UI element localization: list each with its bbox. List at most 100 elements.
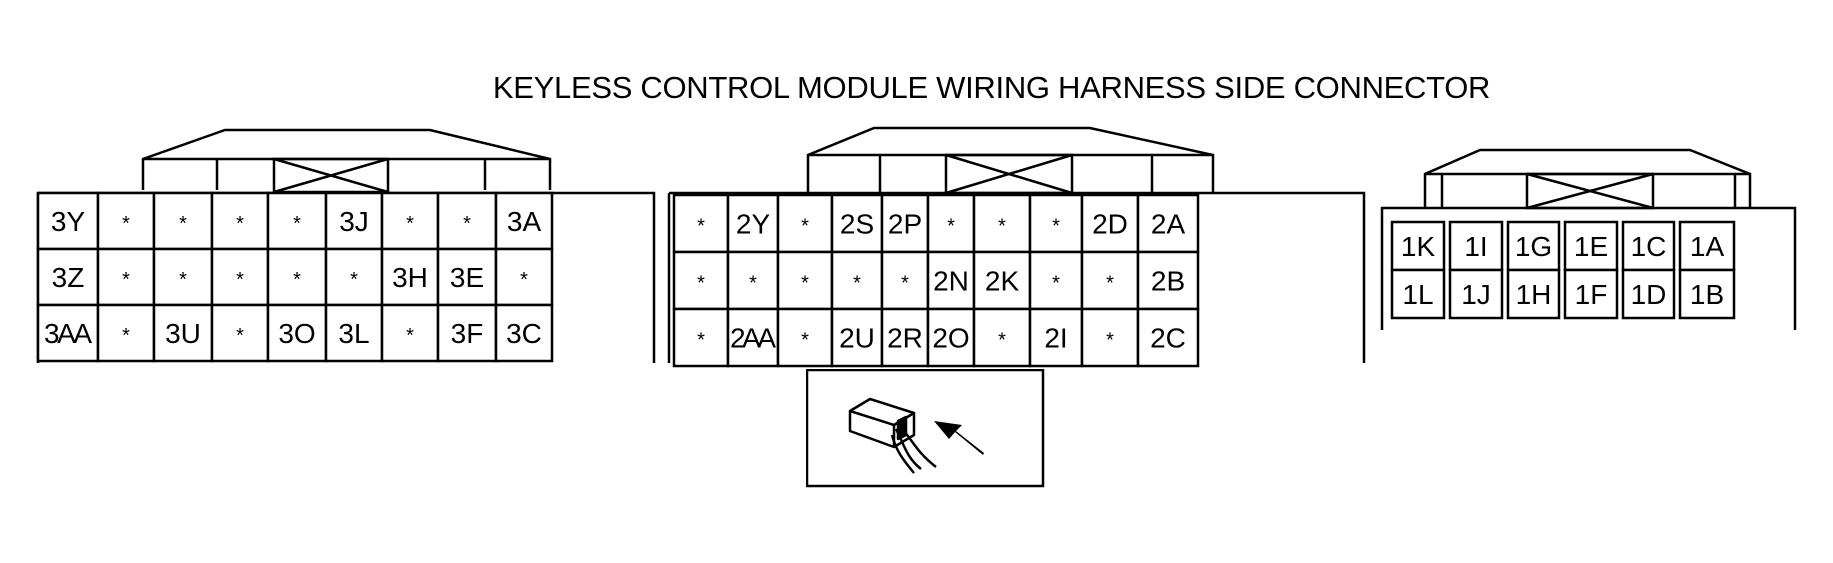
connector-3-pin-label: 3O — [278, 318, 315, 349]
connector-2-empty-cavity-marker: * — [801, 330, 809, 352]
connector-1-cavity — [1563, 268, 1619, 320]
connector-3-pin-label: 3Y — [51, 206, 86, 237]
connector-3-cavity — [266, 247, 328, 307]
connector-2-cavity — [726, 193, 780, 254]
connector-3-pin-label: 3J — [339, 206, 369, 237]
connector-2-empty-cavity-marker: * — [801, 216, 809, 238]
connector-3-empty-cavity-marker: * — [236, 269, 244, 291]
connector-3-pin-label: 3F — [451, 318, 484, 349]
connector-3-empty-cavity-marker: * — [406, 213, 414, 235]
connector-1-hood — [1423, 148, 1752, 208]
connector-1-pin-label: 1C — [1631, 231, 1667, 262]
connector-2-pin-label: 2K — [985, 266, 1020, 297]
connector-2-cavity — [776, 250, 834, 311]
connector-2-pin-label: 2R — [887, 323, 923, 354]
connector-3-empty-cavity-marker: * — [236, 325, 244, 347]
connector-2-pin-label: 2B — [1151, 266, 1185, 297]
connector-1-cavity — [1678, 220, 1736, 272]
connector-3-cavity — [266, 303, 328, 363]
connector-3-empty-cavity-marker: * — [293, 269, 301, 291]
connector-2-cavity — [1028, 250, 1084, 311]
connector-1-pin-label: 1A — [1690, 231, 1725, 262]
connector-2-cavity — [972, 193, 1032, 254]
connector-1-cavity — [1678, 268, 1736, 320]
connector-1-cavity — [1448, 220, 1504, 272]
connector-1-pin-label: 1E — [1574, 231, 1608, 262]
connector-2-hood — [806, 126, 1215, 193]
connector-3-cavity — [380, 191, 440, 251]
connector-2-cavity — [1136, 193, 1200, 254]
connector-1-pin-label: 1G — [1515, 231, 1552, 262]
connector-3-empty-cavity-marker: * — [179, 213, 187, 235]
connector-3-cavity — [210, 303, 270, 363]
connector-2-cavity — [1136, 307, 1200, 368]
connector-2-cavity — [880, 307, 930, 368]
connector-3-empty-cavity-marker: * — [350, 269, 358, 291]
connector-3-empty-cavity-marker: * — [122, 325, 130, 347]
connector-2-empty-cavity-marker: * — [801, 273, 809, 295]
connector-3-pin-label: 3C — [506, 318, 542, 349]
connector-3-pin-label: 3AA — [44, 318, 92, 349]
connector-2-empty-cavity-marker: * — [901, 273, 909, 295]
connector-3-pin-label: 3A — [507, 206, 542, 237]
connector-1-pin-label: 1D — [1631, 279, 1667, 310]
connector-1-pin-label: 1F — [1575, 279, 1608, 310]
connector-2-pin-label: 2I — [1044, 323, 1067, 354]
connector-2-empty-cavity-marker: * — [697, 330, 705, 352]
connector-3-cavity — [96, 247, 156, 307]
connector-1-cavity — [1448, 268, 1504, 320]
connector-1-pin-label: 1K — [1401, 231, 1436, 262]
connector-2-pin-label: 2P — [888, 209, 922, 240]
connector-2-pin-label: 2A — [1151, 209, 1186, 240]
connector-2-cavity — [672, 193, 730, 254]
connector-2-empty-cavity-marker: * — [947, 216, 955, 238]
connector-3-cavity — [96, 191, 156, 251]
connector-2-pin-label: 2D — [1092, 209, 1128, 240]
connector-1-pin-label: 1H — [1516, 279, 1552, 310]
connector-2-cavity — [776, 307, 834, 368]
connector-2-cavity — [1080, 193, 1140, 254]
connector-3-pin-label: 3H — [392, 262, 428, 293]
connector-2-empty-cavity-marker: * — [998, 216, 1006, 238]
connector-1-pin-label: 1J — [1461, 279, 1491, 310]
connector-3-empty-cavity-marker: * — [463, 213, 471, 235]
connector-2-cavity — [830, 307, 884, 368]
connector-3-empty-cavity-marker: * — [520, 269, 528, 291]
connector-3-cavity — [36, 191, 100, 251]
connector-2-empty-cavity-marker: * — [1106, 330, 1114, 352]
connector-2-pin-label: 2Y — [736, 209, 771, 240]
connector-1-pin-label: 1L — [1402, 279, 1433, 310]
connector-2-empty-cavity-marker: * — [697, 216, 705, 238]
connector-1-pin-label: 1I — [1464, 231, 1487, 262]
connector-3-pin-label: 3Z — [52, 262, 85, 293]
connector-3-empty-cavity-marker: * — [122, 213, 130, 235]
connector-3-cavity — [494, 303, 554, 363]
connector-2-empty-cavity-marker: * — [697, 273, 705, 295]
connector-2-empty-cavity-marker: * — [998, 330, 1006, 352]
connector-3-cavity — [494, 191, 554, 251]
connector-2-pin-label: 2N — [933, 266, 969, 297]
connector-1-cavity — [1390, 268, 1446, 320]
connector-2-cavity — [926, 250, 976, 311]
connector-2-empty-cavity-marker: * — [853, 273, 861, 295]
connector-1: 1K 1I 1G 1E 1C 1A 1L 1J 1H 1F 1D 1B — [1380, 148, 1797, 330]
connector-2-cavity — [1136, 250, 1200, 311]
connector-3-empty-cavity-marker: * — [293, 213, 301, 235]
connector-3-pin-label: 3L — [338, 318, 369, 349]
connector-3-cavity — [380, 247, 440, 307]
connector-3-empty-cavity-marker: * — [236, 213, 244, 235]
connector-2-pin-label: 2AA — [730, 323, 776, 354]
connector-1-pin-label: 1B — [1690, 279, 1724, 310]
connector-2-empty-cavity-marker: * — [1106, 273, 1114, 295]
connector-3-cavity — [324, 303, 384, 363]
connector-3-pin-label: 3U — [165, 318, 201, 349]
connector-2-pin-label: 2U — [839, 323, 875, 354]
diagram-title: KEYLESS CONTROL MODULE WIRING HARNESS SI… — [492, 70, 1491, 105]
connector-2-pin-label: 2C — [1150, 323, 1186, 354]
connector-3-empty-cavity-marker: * — [179, 269, 187, 291]
connector-2-cavity — [672, 250, 730, 311]
